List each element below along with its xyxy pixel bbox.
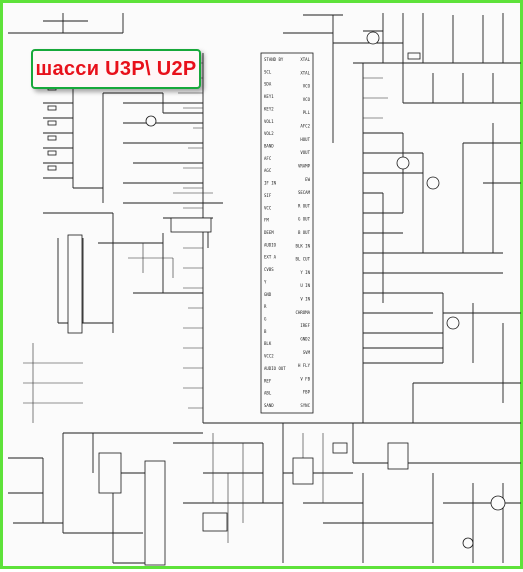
ic-pin-label: KEY1 (264, 94, 274, 99)
ic-pin-label: AUDIO OUT (264, 366, 286, 371)
ic-pin-label: REF (264, 378, 272, 383)
ic-pin-label: V IN (300, 297, 310, 302)
ic-pin-label: SECAM (298, 190, 311, 195)
ic-pin-label: R (264, 304, 267, 309)
ic-pin-label: EW (305, 177, 310, 182)
ic-pin-label: SIF (264, 193, 272, 198)
ic-pin-label: GND (264, 292, 272, 297)
ic-pin-label: VCC2 (264, 354, 274, 359)
ic-pin-label: BL CUT (296, 257, 311, 262)
ic-pin-label: XTAL (300, 57, 310, 62)
ic-pin-label: G OUT (298, 217, 311, 222)
ic-pin-label: AFC (264, 156, 272, 161)
ic-pin-label: VCO (303, 84, 311, 89)
ic-pin-label: R OUT (298, 203, 311, 208)
ic-pin-label: B (264, 329, 267, 334)
ic-pin-label: SDA (264, 82, 272, 87)
ic-pin-label: EXT A (264, 255, 277, 260)
ic-pin-label: SAND (264, 403, 274, 408)
main-ic (260, 52, 314, 414)
ic-pin-label: SYNC (300, 403, 310, 408)
components (47, 31, 506, 566)
ic-pin-label: CHROMA (296, 310, 311, 315)
ic-pin-label: XTAL (300, 70, 310, 75)
connector-left (67, 234, 83, 334)
ic-pin-label: PLL (303, 110, 311, 115)
chassis-label-text: шасси U3P\ U2P (35, 57, 197, 80)
ic-pin-label: IF IN (264, 181, 277, 186)
ic-pin-label: G (264, 317, 267, 322)
ic-pin-label: BAND (264, 144, 274, 149)
ic-pin-label: FM (264, 218, 269, 223)
ic-pin-label: AGC (264, 168, 272, 173)
ic-pin-label: VOL2 (264, 131, 274, 136)
ic-pin-label: VCO (303, 97, 311, 102)
ic-pin-label: Y (264, 279, 267, 284)
ic-pin-label: VRAMP (298, 163, 311, 168)
ic-pin-label: AFC2 (300, 124, 310, 129)
ic-pin-label: VOUT (300, 150, 310, 155)
ic-pin-label: SCL (264, 69, 272, 74)
ic-pin-label: HOUT (300, 137, 310, 142)
ic-pin-label: CVBS (264, 267, 274, 272)
ic-pin-label: Y IN (300, 270, 310, 275)
ic-pin-label: H FLY (298, 363, 311, 368)
ic-pin-label: FBP (303, 390, 311, 395)
chassis-label: шасси U3P\ U2P (31, 49, 201, 89)
ic-pin-label: GND2 (300, 336, 310, 341)
ic-pin-label: U IN (300, 283, 310, 288)
ic-pin-label: V FB (300, 376, 310, 381)
ic-pin-label: VCC (264, 205, 272, 210)
ic-pin-label: DEEM (264, 230, 274, 235)
ic-pin-label: KEY2 (264, 106, 274, 111)
ic-pin-label: SVM (303, 350, 311, 355)
ic-pin-label: AUDIO (264, 242, 277, 247)
ic-pin-label: ABL (264, 391, 272, 396)
ic-pin-label: VOL1 (264, 119, 274, 124)
ic-pin-label: STAND BY (264, 57, 284, 62)
ic-pin-label: BLK (264, 341, 272, 346)
ic-pin-label: BLK IN (296, 243, 311, 248)
connector-bottom (144, 460, 166, 566)
ic-pin-label: IREF (300, 323, 310, 328)
wiring (8, 13, 521, 564)
signal-traces (23, 62, 388, 543)
ic-pin-label: B OUT (298, 230, 311, 235)
